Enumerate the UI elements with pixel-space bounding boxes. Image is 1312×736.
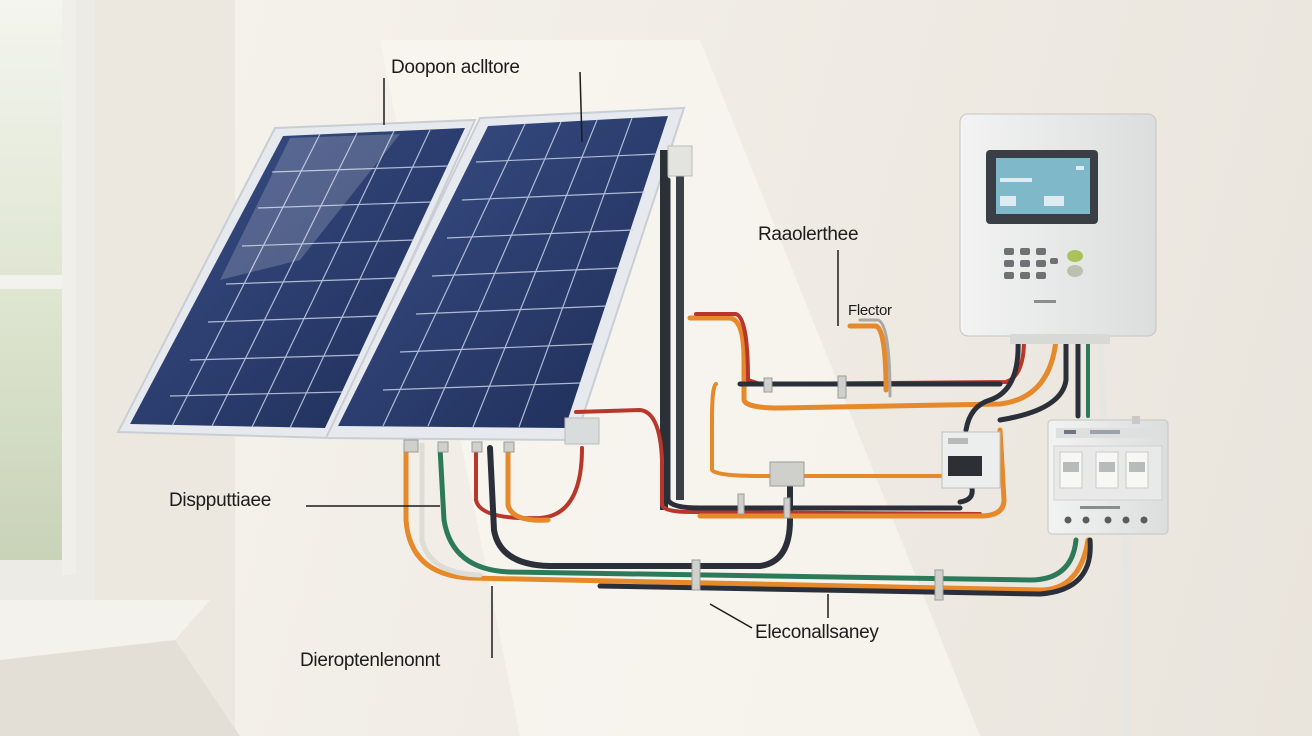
mounting-bracket	[660, 145, 693, 510]
label-left: Dispputtiaee	[169, 490, 272, 511]
breaker-icon	[1047, 416, 1169, 535]
switch-module	[941, 431, 1001, 489]
window	[0, 0, 240, 736]
controller-icon	[959, 113, 1157, 344]
label-top: Doopon aclltore	[391, 57, 520, 78]
label-fuse: Flector	[848, 302, 892, 319]
wiring	[403, 177, 1130, 736]
label-regulator: Raaolerthee	[758, 224, 859, 245]
leader-lines	[306, 71, 839, 658]
solar-panel-icon	[116, 118, 477, 440]
label-bottom: Dieroptenlenonnt	[300, 650, 440, 671]
wire-clips	[403, 375, 944, 601]
solar-panel-icon-right	[324, 106, 686, 445]
label-bottom-right: Eleconallsaney	[755, 622, 879, 643]
